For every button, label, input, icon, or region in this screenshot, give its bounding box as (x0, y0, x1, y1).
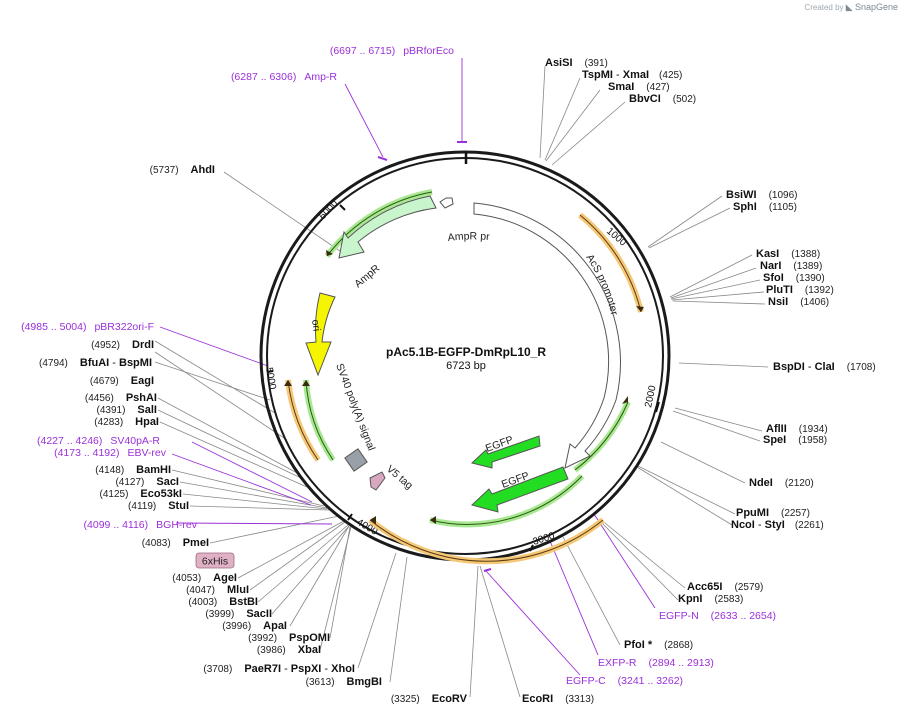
enzyme-site[interactable]: (4119)StuI (128, 500, 189, 512)
enzyme-site[interactable]: (3325)EcoRV (391, 693, 468, 705)
enzyme-site[interactable]: (3999)SacII (205, 608, 272, 620)
enzyme-site[interactable]: (3708)PaeR7I - PspXI - XhoI (203, 663, 355, 675)
enzyme-leader-lines (154, 65, 769, 698)
arc-arrowheads (284, 250, 644, 524)
plasmid-length: 6723 bp (446, 360, 486, 372)
primer-site[interactable]: EXFP-R(2894 .. 2913) (598, 657, 714, 669)
enzyme-site[interactable]: (4047)MluI (186, 584, 249, 596)
enzyme-site[interactable]: (4127)SacI (115, 476, 179, 488)
acs-promoter-arrow[interactable] (473, 202, 621, 469)
enzyme-site[interactable]: BspDI - ClaI(1708) (773, 361, 876, 373)
egfp-arrow-1[interactable] (470, 435, 541, 469)
enzyme-site[interactable]: AflII(1934) (766, 423, 828, 435)
enzyme-site[interactable]: (4125)Eco53kI (100, 488, 183, 500)
enzyme-site[interactable]: BbvCI(502) (629, 93, 696, 105)
enzyme-site[interactable]: BsiWI(1096) (726, 189, 797, 201)
enzyme-site[interactable]: SpeI(1958) (763, 434, 827, 446)
ori-label: ori (309, 319, 323, 332)
primer-site[interactable]: (6287 .. 6306)Amp-R (231, 71, 337, 83)
v5-tag-arrow[interactable] (369, 471, 386, 491)
tick-label-6000: 6000 (317, 198, 341, 222)
plasmid-name: pAc5.1B-EGFP-DmRpL10_R (386, 345, 546, 359)
enzyme-site[interactable]: SfoI(1390) (763, 272, 825, 284)
enzyme-site[interactable]: (4083)PmeI (142, 537, 209, 549)
enzyme-site[interactable]: PpuMI(2257) (736, 507, 810, 519)
primer-site[interactable]: EGFP-N(2633 .. 2654) (659, 610, 776, 622)
tick-label-2000: 2000 (643, 384, 658, 408)
enzyme-site[interactable]: (3992)PspOMI (248, 632, 330, 644)
enzyme-site[interactable]: (4952)DrdI (91, 339, 154, 351)
enzyme-site[interactable]: (4679)EagI (90, 375, 154, 387)
egfp-arrow-2[interactable] (471, 466, 569, 513)
enzyme-labels-right: AsiSI(391) TspMI - XmaI(425) SmaI(427) B… (522, 57, 876, 705)
enzyme-site[interactable]: NsiI(1406) (768, 296, 829, 308)
sv40-polya-signal-box[interactable] (344, 448, 368, 472)
ori-arrow[interactable] (305, 292, 336, 377)
ampr-label: AmpR (352, 262, 382, 290)
primer-site[interactable]: (6697 .. 6715)pBRforEco (330, 45, 454, 57)
enzyme-site[interactable]: KasI(1388) (756, 248, 820, 260)
primer-labels: (6697 .. 6715)pBRforEco (6287 .. 6306)Am… (21, 45, 776, 687)
enzyme-site[interactable]: KpnI(2583) (678, 593, 743, 605)
enzyme-site[interactable]: (4148)BamHI (95, 464, 171, 476)
enzyme-site[interactable]: NdeI(2120) (749, 477, 814, 489)
enzyme-site[interactable]: (5737)AhdI (150, 164, 215, 176)
ampr-promoter-arrow[interactable] (439, 197, 454, 209)
enzyme-site[interactable]: (4283)HpaI (94, 416, 159, 428)
enzyme-site[interactable]: PluTI(1392) (766, 284, 834, 296)
enzyme-site[interactable]: (4794)BfuAI - BspMI (39, 357, 152, 369)
enzyme-site[interactable]: SphI(1105) (733, 201, 797, 213)
enzyme-site[interactable]: Acc65I(2579) (687, 581, 763, 593)
enzyme-site[interactable]: SmaI(427) (608, 81, 670, 93)
enzyme-labels-left: (3325)EcoRV (3613)BmgBI (3708)PaeR7I - P… (39, 164, 468, 705)
enzyme-site[interactable]: NcoI - StyI(2261) (731, 519, 824, 531)
primer-site[interactable]: (4099 .. 4116)BGH-rev (84, 519, 198, 531)
ampr-arrow[interactable] (338, 195, 437, 259)
enzyme-site[interactable]: TspMI - XmaI(425) (582, 69, 682, 81)
enzyme-site[interactable]: (4391)SalI (97, 404, 157, 416)
primer-site[interactable]: (4985 .. 5004)pBR322ori-F (21, 321, 154, 333)
enzyme-site[interactable]: EcoRI(3313) (522, 693, 594, 705)
primer-site[interactable]: (4227 .. 4246)SV40pA-R (37, 435, 160, 447)
tick-label-5000: 5000 (263, 367, 278, 391)
enzyme-site[interactable]: (4053)AgeI (172, 572, 237, 584)
snapgene-logo-icon: ◣ (845, 2, 853, 12)
sv40-polya-label: SV40 poly(A) signal (333, 362, 377, 453)
enzyme-site[interactable]: (4456)PshAI (85, 392, 157, 404)
enzyme-site[interactable]: (3613)BmgBI (306, 676, 382, 688)
tag-6xhis[interactable]: 6xHis (195, 552, 235, 569)
v5-tag-label: V5 tag (384, 463, 415, 492)
enzyme-site[interactable]: (4003)BstBI (188, 596, 258, 608)
snapgene-watermark: Created by ◣ SnapGene (804, 2, 898, 12)
feature-arcs (285, 189, 644, 565)
primer-leader-lines (159, 58, 656, 676)
primer-site[interactable]: EGFP-C(3241 .. 3262) (566, 675, 683, 687)
enzyme-site[interactable]: (3996)ApaI (222, 620, 287, 632)
enzyme-site[interactable]: PfoI *(2868) (624, 639, 693, 651)
primer-site[interactable]: (4173 .. 4192)EBV-rev (54, 447, 167, 459)
svg-text:6xHis: 6xHis (202, 556, 228, 568)
enzyme-site[interactable]: (3986)XbaI (257, 644, 321, 656)
enzyme-site[interactable]: NarI(1389) (760, 260, 822, 272)
enzyme-site[interactable]: AsiSI(391) (545, 57, 608, 69)
